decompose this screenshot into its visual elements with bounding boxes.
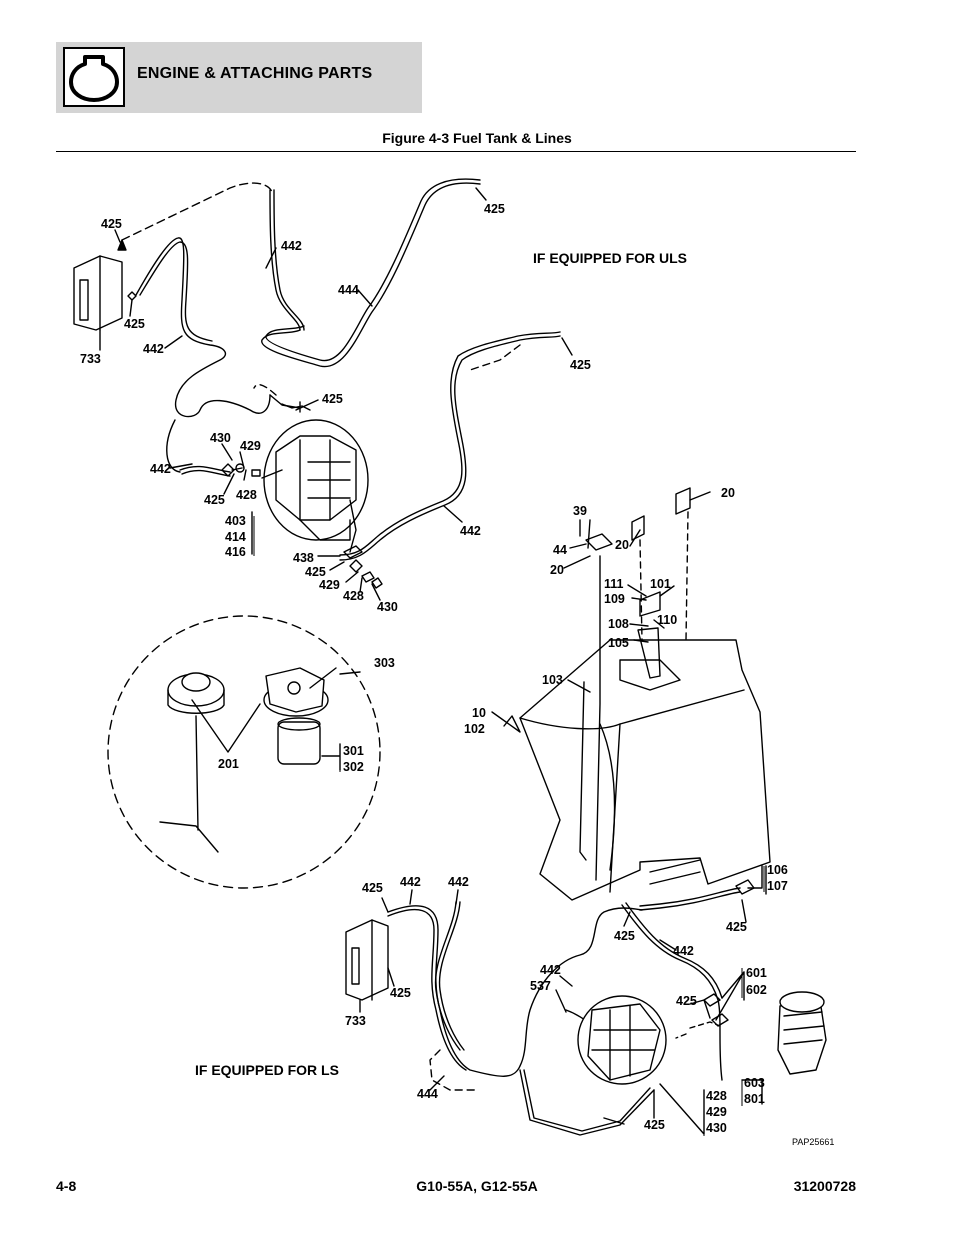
callout: 20 — [550, 563, 564, 577]
callout: 444 — [338, 283, 359, 297]
engine-icon — [63, 47, 125, 107]
callout: 428 — [236, 488, 257, 502]
document-number: 31200728 — [793, 1178, 856, 1194]
callout: 442 — [400, 875, 421, 889]
callout: 438 — [293, 551, 314, 565]
callout: 442 — [540, 963, 561, 977]
callout: 430 — [210, 431, 231, 445]
callout: 416 — [225, 545, 246, 559]
callout: 801 — [744, 1092, 765, 1106]
callout: 425 — [676, 994, 697, 1008]
callout: 601 — [746, 966, 767, 980]
callout: 303 — [374, 656, 395, 670]
callout: 428 — [343, 589, 364, 603]
callout: 442 — [673, 944, 694, 958]
callout: 430 — [377, 600, 398, 614]
callout: 414 — [225, 530, 246, 544]
callout: 425 — [101, 217, 122, 231]
callout: 429 — [240, 439, 261, 453]
note-uls: IF EQUIPPED FOR ULS — [533, 250, 687, 266]
callout: 111 — [604, 577, 624, 591]
figure-title: Figure 4-3 Fuel Tank & Lines — [382, 130, 572, 146]
callout: 537 — [530, 979, 551, 993]
callout: 108 — [608, 617, 629, 631]
callout: 442 — [143, 342, 164, 356]
callout: 425 — [570, 358, 591, 372]
title-rule — [56, 151, 856, 152]
callout: 101 — [650, 577, 671, 591]
callout: 429 — [706, 1105, 727, 1119]
callout: 106 — [767, 863, 788, 877]
section-title: ENGINE & ATTACHING PARTS — [137, 65, 373, 82]
callout: 20 — [615, 538, 629, 552]
callout: 602 — [746, 983, 767, 997]
callout: 425 — [484, 202, 505, 216]
callout: 44 — [553, 543, 567, 557]
drawing-ref: PAP25661 — [792, 1137, 834, 1147]
callout: 105 — [608, 636, 629, 650]
callout: 110 — [657, 613, 677, 627]
callout: 425 — [614, 929, 635, 943]
callout: 301 — [343, 744, 364, 758]
callout: 444 — [417, 1087, 438, 1101]
callout: 733 — [80, 352, 101, 366]
note-ls: IF EQUIPPED FOR LS — [195, 1062, 339, 1078]
callout: 429 — [319, 578, 340, 592]
callout: 442 — [460, 524, 481, 538]
callout: 10 — [472, 706, 486, 720]
callout: 425 — [322, 392, 343, 406]
model-names: G10-55A, G12-55A — [416, 1178, 538, 1194]
callout: 107 — [767, 879, 788, 893]
callout: 201 — [218, 757, 239, 771]
callout: 102 — [464, 722, 485, 736]
callout: 103 — [542, 673, 563, 687]
callout: 425 — [726, 920, 747, 934]
page-number: 4-8 — [56, 1178, 77, 1194]
callout: 442 — [150, 462, 171, 476]
callout: 39 — [573, 504, 587, 518]
callout: 442 — [281, 239, 302, 253]
callout: 425 — [362, 881, 383, 895]
callout: 603 — [744, 1076, 765, 1090]
callout: 442 — [448, 875, 469, 889]
callout: 425 — [305, 565, 326, 579]
callout: 428 — [706, 1089, 727, 1103]
callout: 109 — [604, 592, 625, 606]
callout: 430 — [706, 1121, 727, 1135]
callout: 20 — [721, 486, 735, 500]
callout: 403 — [225, 514, 246, 528]
callout: 425 — [204, 493, 225, 507]
callout: 733 — [345, 1014, 366, 1028]
callout: 425 — [644, 1118, 665, 1132]
callout: 425 — [124, 317, 145, 331]
callout: 425 — [390, 986, 411, 1000]
callout: 302 — [343, 760, 364, 774]
